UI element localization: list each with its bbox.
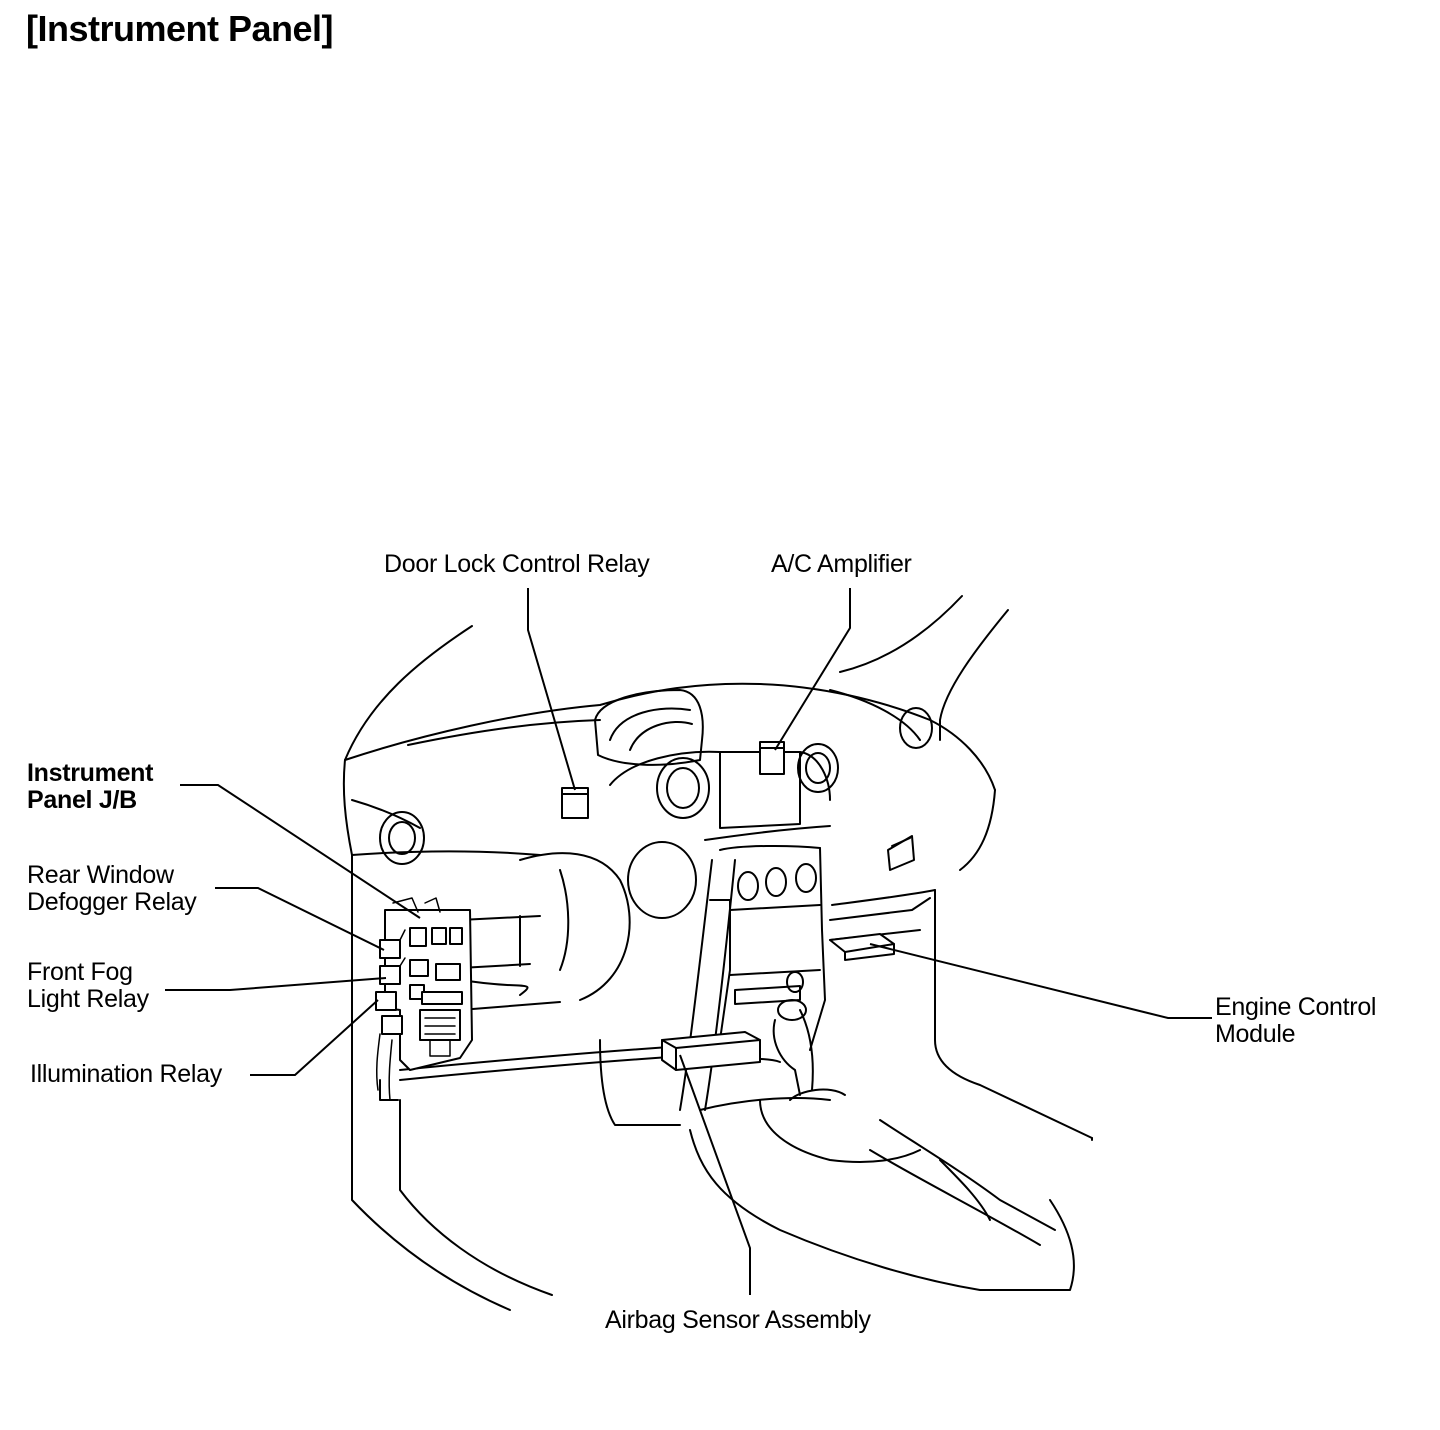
page-title: [Instrument Panel] [26, 8, 334, 49]
label-rear-window-defogger-relay-line-1: Rear Window [27, 861, 174, 889]
label-engine-control-module: Engine Control Module [1215, 994, 1376, 1048]
leader-engine-control-module [869, 943, 1212, 1019]
label-front-fog-light-relay-line-2: Light Relay [27, 985, 149, 1013]
label-rear-window-defogger-relay-line-2: Defogger Relay [27, 888, 197, 916]
label-ac-amplifier: A/C Amplifier [771, 550, 912, 578]
instrument-panel-jb-art [375, 897, 473, 1101]
label-instrument-panel-jb-line-2: Panel J/B [27, 786, 137, 814]
label-airbag-sensor-assembly: Airbag Sensor Assembly [605, 1306, 871, 1334]
label-engine-control-module-line-1: Engine Control [1215, 993, 1377, 1021]
label-engine-control-module-line-2: Module [1215, 1020, 1296, 1048]
label-front-fog-light-relay: Front Fog Light Relay [27, 959, 149, 1013]
label-front-fog-light-relay-line-1: Front Fog [27, 958, 133, 986]
label-door-lock-control-relay: Door Lock Control Relay [384, 550, 650, 578]
airbag-sensor-assembly-part [661, 1031, 761, 1071]
door-lock-control-relay-part [561, 787, 589, 819]
label-illumination-relay: Illumination Relay [30, 1060, 222, 1088]
label-instrument-panel-jb: Instrument Panel J/B [27, 760, 153, 814]
leader-airbag-sensor-assembly [679, 1054, 751, 1295]
leader-door-lock-control-relay [527, 588, 576, 791]
leader-rear-window-defogger-relay [215, 887, 385, 951]
leader-illumination-relay [250, 999, 379, 1076]
dashboard-art [342, 595, 1093, 1311]
leader-instrument-panel-jb [180, 784, 421, 919]
leader-ac-amplifier [774, 588, 851, 751]
ac-amplifier-part [759, 741, 785, 775]
label-instrument-panel-jb-line-1: Instrument [27, 759, 154, 787]
leader-lines [165, 588, 1212, 1295]
label-rear-window-defogger-relay: Rear Window Defogger Relay [27, 862, 197, 916]
leader-front-fog-light-relay [165, 977, 387, 991]
